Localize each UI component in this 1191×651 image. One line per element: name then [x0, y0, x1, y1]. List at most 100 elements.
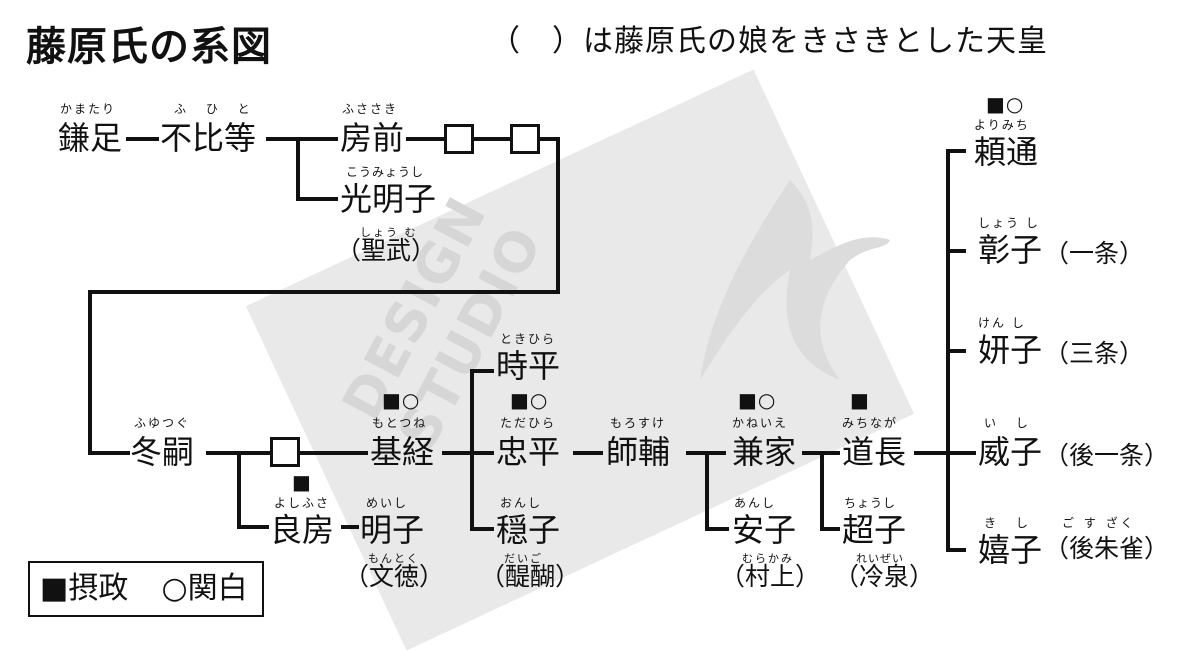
name: 基経 — [370, 433, 435, 471]
line-mototsune-vertical — [470, 369, 474, 531]
unnamed-box-3 — [270, 437, 300, 467]
ruby: もとつね — [372, 416, 428, 430]
name: 彰子 — [978, 231, 1043, 269]
line-to-fuyutsugu — [88, 451, 130, 455]
line-to-yorimichi — [946, 149, 966, 153]
name: 忠平 — [496, 433, 561, 471]
role-marks: ■ — [292, 470, 312, 494]
ruby: みちなが — [842, 416, 899, 430]
name: 道長 — [842, 433, 907, 471]
name: 妍子 — [978, 331, 1043, 369]
emperor-ruby: ご す ざく — [1062, 516, 1136, 530]
legend-sessho: ■摂政 — [40, 571, 129, 606]
line-kamatari-fuhito — [126, 137, 159, 141]
emperor: （後朱雀） — [1044, 534, 1170, 563]
name: 不比等 — [160, 119, 257, 157]
role-marks: ■○ — [510, 388, 549, 412]
line-to-kishi — [946, 548, 966, 552]
ruby: ときひら — [500, 332, 557, 346]
ruby: おんし — [500, 496, 543, 510]
ruby: ふささき — [342, 102, 399, 116]
line-box3-mototsune — [300, 451, 368, 455]
ruby: ふゆつぐ — [134, 416, 191, 430]
name: （聖武） — [336, 236, 437, 265]
emperor: （三条） — [1044, 339, 1145, 368]
line-box2-right — [540, 137, 560, 141]
line-fuhito-branch — [266, 137, 338, 141]
role-marks: ■○ — [382, 388, 421, 412]
name: （村上） — [720, 562, 821, 591]
line-box2-down — [556, 137, 560, 294]
name: 安子 — [732, 511, 797, 549]
name: 時平 — [496, 347, 561, 385]
line-box1-box2 — [474, 137, 512, 141]
line-to-kenshi — [946, 349, 966, 353]
ruby: しょう む — [360, 226, 418, 239]
name: 冬嗣 — [130, 433, 195, 471]
role-marks: ■○ — [738, 388, 777, 412]
line-to-onshi — [470, 527, 494, 531]
line-to-yoshifusa — [237, 525, 269, 529]
unnamed-box-2 — [510, 124, 540, 154]
role-marks: ■ — [850, 388, 870, 412]
ruby: かまたり — [60, 102, 117, 116]
line-to-shoshi — [946, 249, 966, 253]
line-fusasaki-box1 — [406, 137, 446, 141]
ruby: もろすけ — [610, 416, 667, 430]
watermark-brush-logo — [700, 180, 890, 380]
legend-note: （ ）は藤原氏の娘をきさきとした天皇 — [490, 24, 1048, 59]
ruby: ただひら — [500, 416, 557, 430]
name: 威子 — [978, 433, 1043, 471]
line-yoshifusa-meishi — [341, 525, 359, 529]
name: 頼通 — [974, 133, 1039, 171]
name: （冷泉） — [834, 562, 935, 591]
emperor: （一条） — [1044, 239, 1145, 268]
ruby: ふ ひ と — [174, 102, 258, 116]
name: 師輔 — [606, 433, 671, 471]
name: 房前 — [340, 119, 405, 157]
line-down-to-fuyutsugu — [88, 290, 92, 455]
name: 嬉子 — [978, 531, 1043, 569]
role-marks: ■○ — [986, 92, 1025, 116]
ruby: よりみち — [974, 118, 1030, 132]
line-to-tokihira — [470, 369, 494, 373]
unnamed-box-1 — [444, 124, 474, 154]
ruby: もんとく — [368, 552, 420, 565]
name: 超子 — [842, 511, 907, 549]
legend-kampaku: ○関白 — [161, 571, 248, 606]
line-kaneie-vertical — [820, 451, 824, 531]
line-fuyutsugu-vertical — [237, 451, 241, 529]
ruby: よしふさ — [274, 496, 331, 510]
page-title: 藤原氏の系図 — [26, 24, 272, 70]
ruby: むらかみ — [742, 552, 794, 565]
ruby: だいご — [504, 552, 543, 565]
line-tadahira-morosuke — [573, 451, 603, 455]
line-to-komyoshi — [296, 197, 338, 201]
name: 良房 — [270, 511, 335, 549]
name: 光明子 — [340, 180, 437, 218]
line-michinaga-branch — [914, 451, 976, 455]
name: 明子 — [360, 511, 425, 549]
ruby: けん し — [978, 316, 1026, 330]
name: （文徳） — [344, 562, 445, 591]
ruby: ちょうし — [844, 496, 897, 510]
line-morosuke-vertical — [705, 451, 709, 531]
line-to-anshi — [705, 527, 729, 531]
legend-box: ■摂政 ○関白 — [28, 561, 264, 617]
line-mototsune-branch — [442, 451, 494, 455]
name: 鎌足 — [58, 119, 123, 157]
line-cross-left — [88, 290, 560, 294]
ruby: こうみょうし — [346, 165, 425, 179]
line-to-choshi — [820, 527, 840, 531]
name: （醍醐） — [480, 562, 581, 591]
ruby: めいし — [366, 496, 409, 510]
emperor: （後一条） — [1044, 441, 1170, 470]
ruby: れいぜい — [856, 552, 904, 565]
ruby: あんし — [734, 496, 777, 510]
name: 穏子 — [496, 511, 561, 549]
name: 兼家 — [732, 433, 797, 471]
ruby: き し — [984, 516, 1036, 530]
line-fuhito-vertical — [296, 137, 300, 201]
ruby: かねいえ — [732, 416, 789, 430]
ruby: しょう し — [978, 216, 1040, 230]
